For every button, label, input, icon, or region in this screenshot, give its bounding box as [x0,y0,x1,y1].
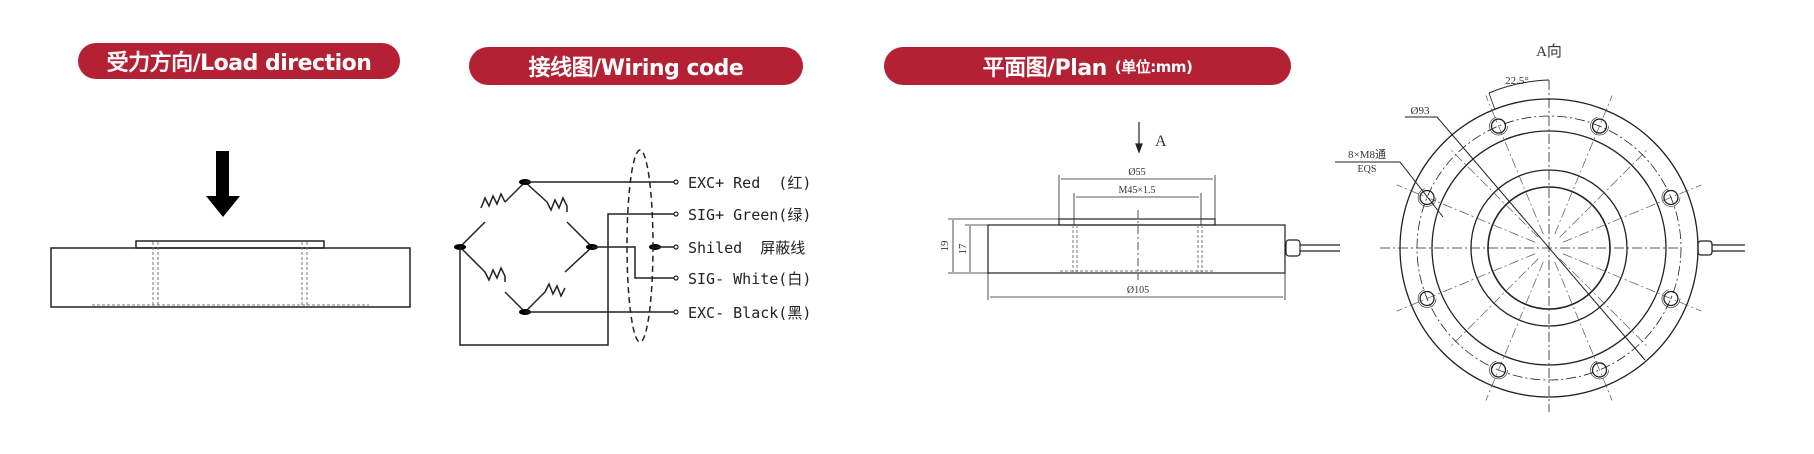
plan-top-view [1335,79,1745,412]
bolt-hole-thread [1661,289,1681,308]
bolt-hole [1490,362,1507,378]
resistor [546,196,568,212]
dim-height-19: 19 [939,240,951,252]
centerline [1396,184,1536,243]
resistor [480,192,506,209]
plan-top-labels: A向 22.5° Ø93 8×M8通 EQS [1348,43,1562,175]
bolt-hole [1419,290,1435,307]
centerline [1485,95,1544,235]
holes-label: 8×M8通 [1348,148,1386,161]
bolt-hole-thread [1417,188,1437,207]
plan-side-labels: A Ø55 M45×1.5 19 17 Ø105 [939,133,1167,296]
load-arrow-shaft [216,151,229,197]
direction-a-label: A [1155,133,1167,150]
dim-thread: M45×1.5 [1118,185,1155,196]
header-plan: 平面图/Plan (单位:mm) [884,47,1291,85]
centerline [1554,261,1613,401]
centerline [1562,184,1702,243]
wire-labels: EXC+ Red (红) SIG+ Green(绿) Shiled 屏蔽线 SI… [688,174,811,322]
bridge-frame [458,181,594,314]
load-arrow-head [206,196,240,217]
bolt-hole-thread [1590,360,1609,380]
bolt-hole [1591,118,1608,134]
bolt-hole-thread [1489,360,1508,380]
resistor [484,266,506,282]
header-text: 平面图/Plan [982,56,1108,81]
load-direction-diagram [50,151,411,308]
holes-eqs-label: EQS [1358,164,1377,175]
bolt-hole [1591,362,1608,378]
bolt-hole-thread [1661,188,1681,207]
dim-dia-55: Ø55 [1128,167,1145,178]
bolt-hole-thread [1590,116,1609,136]
bolt-hole [1663,189,1679,206]
dim-height-17: 17 [957,243,969,255]
centerline [1559,258,1649,348]
centerline [1562,253,1702,312]
centerline [1396,253,1536,312]
bolt-hole [1663,290,1679,307]
header-load-direction: 受力方向/Load direction [78,43,400,79]
angle-label: 22.5° [1505,75,1529,87]
centerline [1485,261,1544,401]
cable-gland [1285,239,1301,257]
wire-label-shield: Shiled 屏蔽线 [688,239,805,257]
wire-label-sig-minus: SIG- White(白) [688,270,811,288]
bolt-hole-thread [1489,116,1508,136]
header-text: 接线图/Wiring code [528,56,744,81]
bolt-hole [1490,118,1507,134]
cable-gland [1697,240,1713,256]
centerline [1449,258,1539,348]
centerline [1449,148,1539,238]
wire-label-exc-minus: EXC- Black(黑) [688,304,811,322]
plan-side-view [948,122,1340,300]
header-wiring-code: 接线图/Wiring code [469,47,803,85]
shield-ellipse [626,149,654,343]
wire-label-sig-plus: SIG+ Green(绿) [688,206,811,224]
load-cell-boss [135,240,325,249]
bolt-hole-thread [1417,289,1437,308]
wiring-diagram [454,149,679,346]
bolt-circle-label: Ø93 [1411,105,1430,117]
centerline [1554,95,1613,235]
view-a-title: A向 [1536,43,1562,60]
dim-dia-105: Ø105 [1127,285,1149,296]
load-cell-body [50,247,411,308]
bolt-hole [1419,189,1435,206]
resistor [544,282,566,298]
header-unit: (单位:mm) [1114,57,1193,76]
header-text: 受力方向/Load direction [106,51,372,76]
wire-label-exc-plus: EXC+ Red (红) [688,174,811,192]
centerline [1559,148,1649,238]
